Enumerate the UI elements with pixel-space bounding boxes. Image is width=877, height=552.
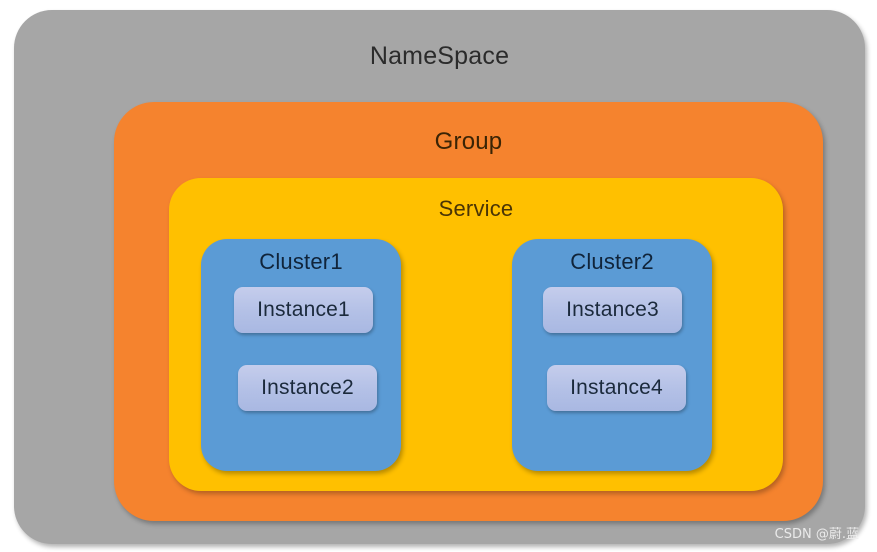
namespace-container: NameSpace Group Service Cluster1 Instanc… [14,10,865,544]
group-container: Group Service Cluster1 Instance1 Instanc… [114,102,823,521]
instance-box-4: Instance4 [547,365,686,411]
instance-label-3: Instance3 [566,298,659,321]
instance-label-1: Instance1 [257,298,350,321]
instance-box-2: Instance2 [238,365,377,411]
group-label: Group [434,128,503,155]
cluster-label-2: Cluster2 [570,249,654,274]
watermark: CSDN @蔚.蓝 [774,527,859,542]
cluster-container-1: Cluster1 Instance1 Instance2 [201,239,401,471]
cluster-container-2: Cluster2 Instance3 Instance4 [512,239,712,471]
service-label: Service [438,196,514,221]
cluster-label-1: Cluster1 [259,249,343,274]
namespace-label: NameSpace [369,42,510,70]
instance-label-4: Instance4 [570,376,663,399]
instance-box-1: Instance1 [234,287,373,333]
instance-label-2: Instance2 [261,376,354,399]
instance-box-3: Instance3 [543,287,682,333]
service-container: Service Cluster1 Instance1 Instance2 Clu… [169,178,783,491]
